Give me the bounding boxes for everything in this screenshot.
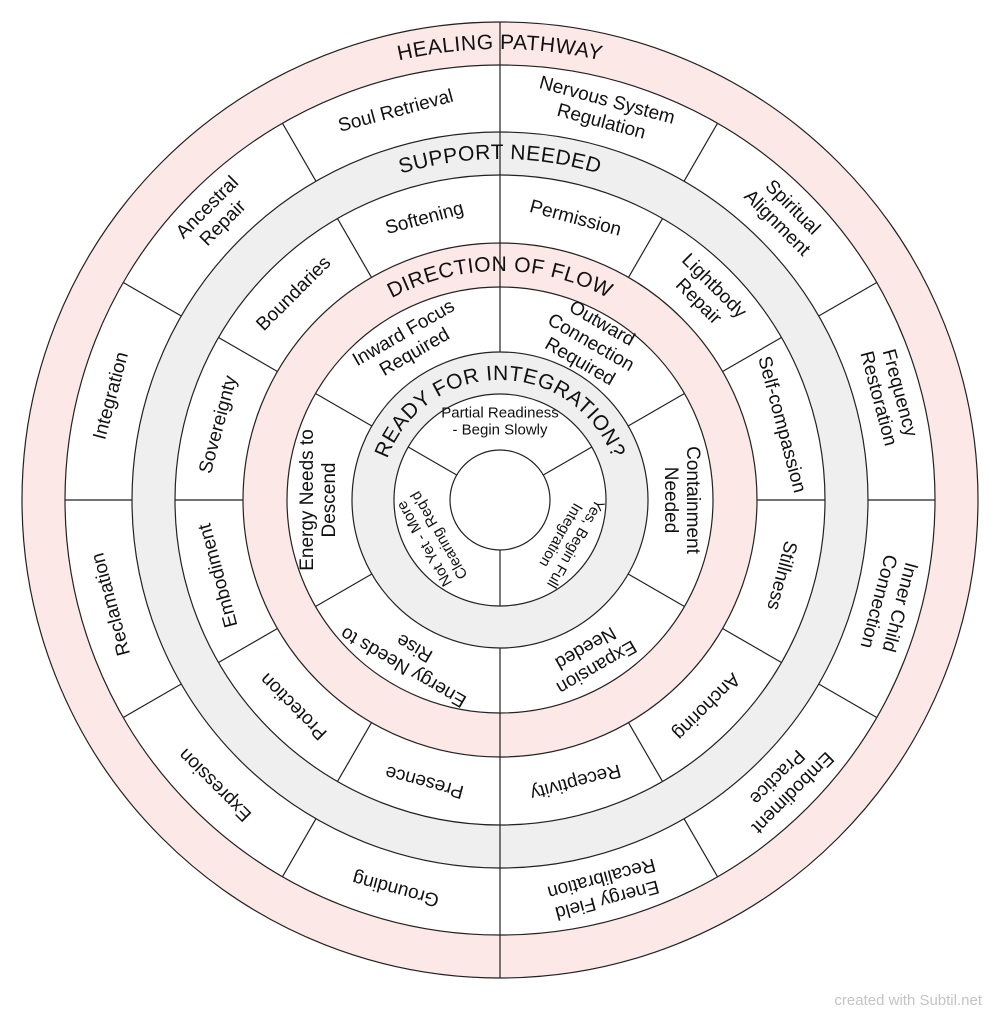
support-divider xyxy=(722,336,782,373)
direction-divider xyxy=(315,573,373,608)
healing-divider xyxy=(281,122,317,182)
healing-divider xyxy=(683,818,719,878)
support-divider xyxy=(336,722,373,782)
support-divider xyxy=(336,218,373,278)
support-divider xyxy=(218,336,278,373)
ready-divider xyxy=(543,446,593,476)
ready-divider xyxy=(407,446,457,476)
support-divider xyxy=(218,627,278,664)
direction-divider xyxy=(315,392,373,427)
healing-divider xyxy=(818,281,878,317)
direction-segment-label: Energy Needs toDescend xyxy=(297,429,340,571)
healing-divider xyxy=(683,122,719,182)
healing-divider xyxy=(818,683,878,719)
center-circle xyxy=(449,449,551,551)
direction-segment-label: ContainmentNeeded xyxy=(660,446,703,554)
direction-divider xyxy=(627,573,685,608)
healing-divider xyxy=(281,818,317,878)
watermark: created with Subtil.net xyxy=(834,992,982,1009)
healing-divider xyxy=(122,683,182,719)
direction-divider xyxy=(627,392,685,427)
support-divider xyxy=(627,722,664,782)
support-divider xyxy=(627,218,664,278)
ready-segment-label: Partial Readiness- Begin Slowly xyxy=(441,404,559,438)
healing-divider xyxy=(122,281,182,317)
support-divider xyxy=(722,627,782,664)
